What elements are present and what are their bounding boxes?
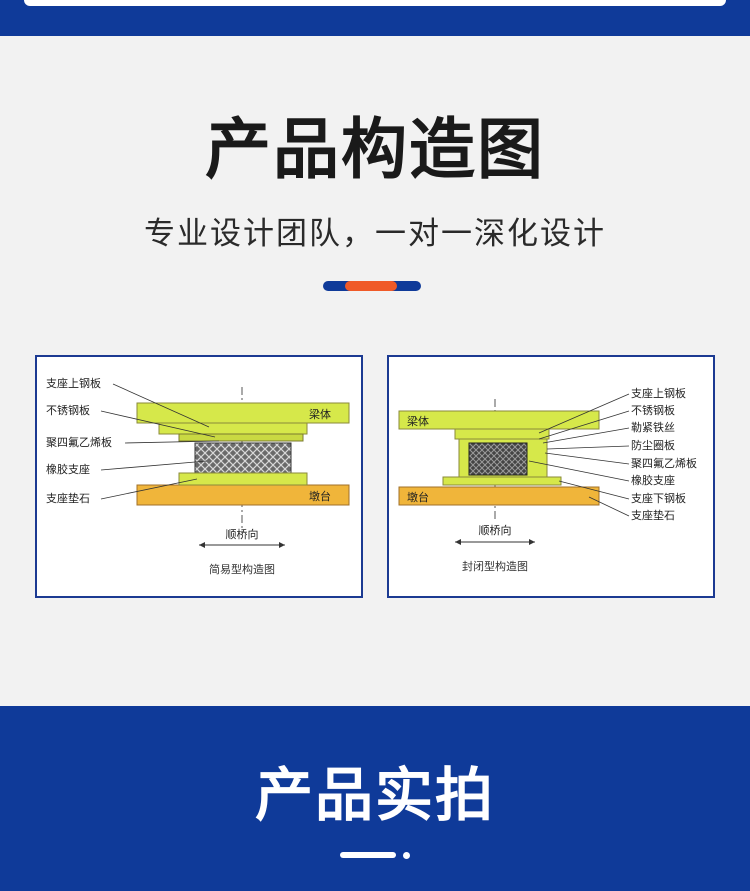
pier-body	[398, 486, 600, 506]
part-label: 支座垫石	[631, 508, 675, 522]
diagram-caption: 简易型构造图	[209, 562, 275, 576]
part-label: 防尘圈板	[631, 438, 675, 452]
bottom-steel-plate	[442, 476, 562, 486]
diagram-panel-enclosed: 梁体 墩台 支座上钢板 不锈钢板 勒紧铁丝 防尘圈板 聚四氟乙烯板 橡胶支座 支…	[387, 355, 715, 598]
beam-label: 梁体	[407, 414, 429, 428]
section-title: 产品构造图	[205, 111, 545, 188]
bottom-accent-line	[340, 852, 396, 858]
part-label: 不锈钢板	[631, 403, 675, 417]
bottom-section-title: 产品实拍	[254, 761, 495, 829]
part-label: 不锈钢板	[46, 403, 90, 417]
accent-bar-highlight	[345, 281, 397, 291]
top-banner	[0, 0, 750, 36]
pier-label: 墩台	[407, 490, 429, 504]
part-label: 聚四氟乙烯板	[46, 435, 112, 449]
section-subtitle: 专业设计团队，一对一深化设计	[144, 216, 606, 252]
diagram-panel-simple: 梁体 墩台 支座上钢板 不锈钢板 聚四氟乙烯板 橡胶支座 支座垫石 顺桥向 简易…	[35, 355, 363, 598]
rubber-bearing	[194, 442, 292, 474]
top-card-edge	[24, 0, 726, 6]
part-label: 支座上钢板	[631, 386, 686, 400]
top-steel-plate	[158, 422, 308, 435]
beam-label: 梁体	[309, 407, 331, 421]
pier-label: 墩台	[309, 489, 331, 503]
bottom-banner	[0, 706, 750, 891]
part-label: 橡胶支座	[631, 473, 675, 487]
enclosed-bearing-diagram: 梁体 墩台 支座上钢板 不锈钢板 勒紧铁丝 防尘圈板 聚四氟乙烯板 橡胶支座 支…	[398, 386, 697, 573]
simple-bearing-diagram: 梁体 墩台 支座上钢板 不锈钢板 聚四氟乙烯板 橡胶支座 支座垫石 顺桥向 简易…	[46, 376, 350, 576]
bearing-pad-stone	[178, 472, 308, 486]
part-label: 勒紧铁丝	[631, 421, 675, 434]
part-label: 支座垫石	[46, 491, 90, 505]
direction-label: 顺桥向	[479, 523, 512, 537]
diagram-caption: 封闭型构造图	[462, 559, 528, 573]
part-label: 支座上钢板	[46, 376, 101, 390]
direction-label: 顺桥向	[226, 527, 259, 541]
part-label: 支座下钢板	[631, 491, 686, 505]
bottom-accent-dot	[403, 852, 410, 859]
stainless-plate	[178, 433, 304, 442]
rubber-bearing	[468, 442, 528, 476]
part-label: 橡胶支座	[46, 462, 90, 476]
part-label: 聚四氟乙烯板	[631, 456, 697, 470]
top-steel-plate	[454, 428, 550, 440]
